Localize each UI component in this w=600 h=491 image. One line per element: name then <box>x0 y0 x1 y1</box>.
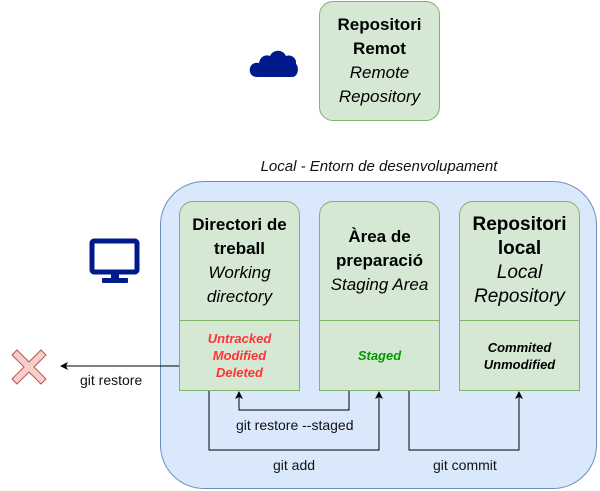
remote-subtitle-line1: Remote <box>349 63 410 82</box>
local-repo-subtitle-line2: Repository <box>474 286 565 307</box>
git-add-label: git add <box>273 457 316 473</box>
staging-subtitle: Staging Area <box>330 275 429 294</box>
working-title-line1: Directori de <box>192 215 287 234</box>
staging-area-header: Àrea de preparació Staging Area <box>319 201 440 321</box>
working-subtitle-line2: directory <box>206 287 273 306</box>
cloud-icon <box>249 44 299 78</box>
working-directory-states: Untracked Modified Deleted <box>179 320 300 391</box>
working-subtitle-line1: Working <box>208 263 271 282</box>
state-staged: Staged <box>357 348 402 363</box>
remote-subtitle-line2: Repository <box>338 87 421 106</box>
state-commited: Commited <box>487 339 552 355</box>
local-repo-title-line2: local <box>497 238 542 259</box>
git-restore-label: git restore <box>80 372 143 388</box>
working-title-line2: treball <box>213 239 266 258</box>
state-untracked: Untracked <box>207 331 272 346</box>
local-repository-states: Commited Unmodified <box>459 320 580 391</box>
working-directory-header: Directori de treball Working directory <box>179 201 300 321</box>
state-deleted: Deleted <box>216 365 263 380</box>
local-repository-header: Repositori local Local Repository <box>459 201 580 321</box>
staging-title-line1: Àrea de <box>348 227 411 246</box>
staging-area-states: Staged <box>319 320 440 391</box>
local-repo-title-line1: Repositori <box>472 214 567 235</box>
git-commit-arrow <box>408 391 523 451</box>
remote-title-line1: Repositori <box>337 15 422 34</box>
state-unmodified: Unmodified <box>483 356 556 372</box>
git-add-arrow <box>208 391 383 451</box>
git-commit-label: git commit <box>433 457 497 473</box>
local-repo-subtitle-line1: Local <box>496 262 543 283</box>
state-modified: Modified <box>212 348 267 363</box>
git-restore-staged-label: git restore --staged <box>236 417 354 433</box>
monitor-icon <box>89 238 141 284</box>
local-environment-title: Local - Entorn de desenvolupament <box>260 158 498 175</box>
remote-title-line2: Remot <box>353 39 406 58</box>
git-restore-staged-arrow <box>235 391 350 411</box>
staging-title-line2: preparació <box>336 251 423 270</box>
remote-repository-box: Repositori Remot Remote Repository <box>319 1 440 121</box>
x-mark-icon <box>11 349 47 385</box>
